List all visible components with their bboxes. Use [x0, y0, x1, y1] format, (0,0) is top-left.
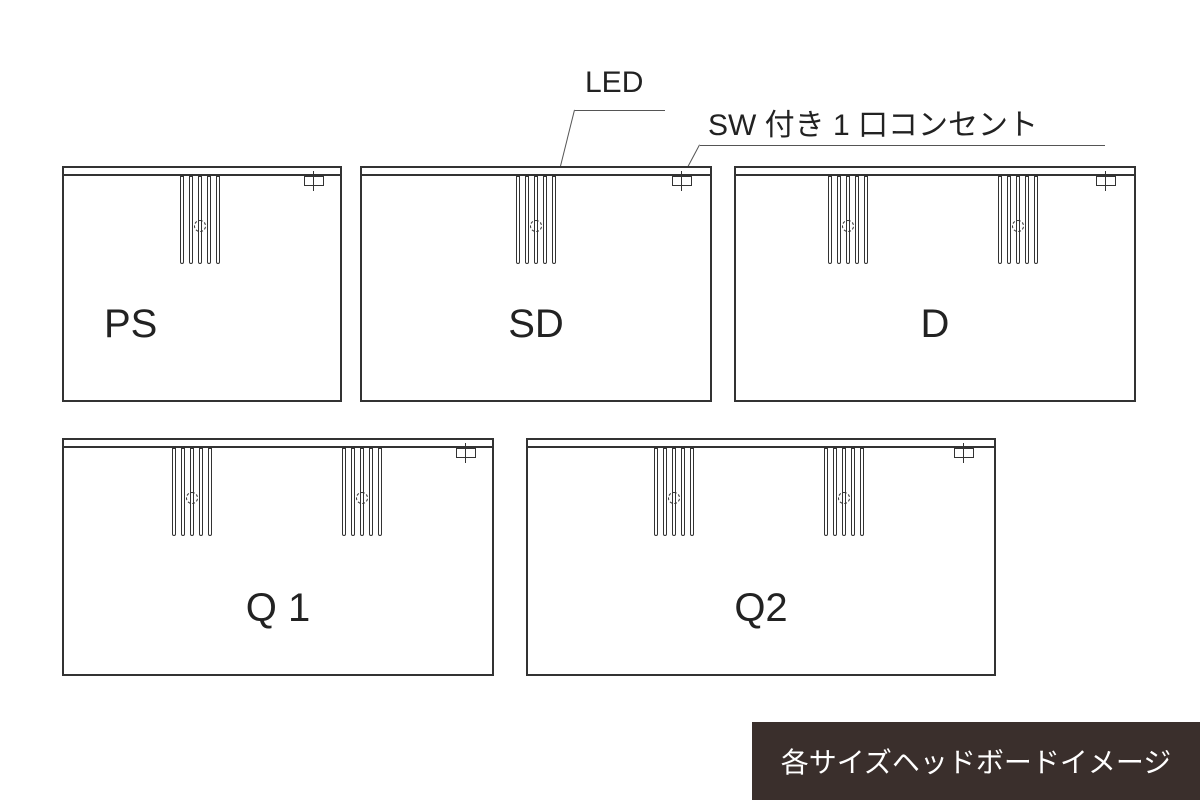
board-label: PS — [104, 302, 158, 346]
outlet-icon — [304, 171, 324, 191]
led-light-icon — [342, 448, 384, 536]
top-rail — [528, 446, 994, 448]
top-rail — [64, 446, 492, 448]
headboard-d: D — [734, 166, 1136, 402]
led-light-icon — [172, 448, 214, 536]
outlet-icon — [1096, 171, 1116, 191]
outlet-leader-line — [700, 145, 1105, 146]
led-light-icon — [516, 176, 558, 264]
led-callout-label: LED — [585, 66, 644, 99]
led-leader-line — [575, 110, 665, 111]
top-rail — [736, 174, 1134, 176]
outlet-callout-label: SW 付き 1 口コンセント — [708, 109, 1039, 142]
outlet-icon — [672, 171, 692, 191]
caption-banner: 各サイズヘッドボードイメージ — [752, 722, 1200, 800]
top-rail — [362, 174, 710, 176]
board-label: SD — [508, 302, 564, 346]
top-rail — [64, 174, 340, 176]
led-light-icon — [998, 176, 1040, 264]
headboard-q1: Q 1 — [62, 438, 494, 676]
board-label: Q2 — [734, 586, 788, 630]
board-label: Q 1 — [245, 586, 311, 630]
headboard-q2: Q2 — [526, 438, 996, 676]
outlet-icon — [954, 443, 974, 463]
board-label: D — [920, 302, 950, 346]
led-light-icon — [180, 176, 222, 264]
headboard-sd: SD — [360, 166, 712, 402]
led-light-icon — [654, 448, 696, 536]
outlet-icon — [456, 443, 476, 463]
led-light-icon — [824, 448, 866, 536]
led-light-icon — [828, 176, 870, 264]
headboard-ps: PS — [62, 166, 342, 402]
